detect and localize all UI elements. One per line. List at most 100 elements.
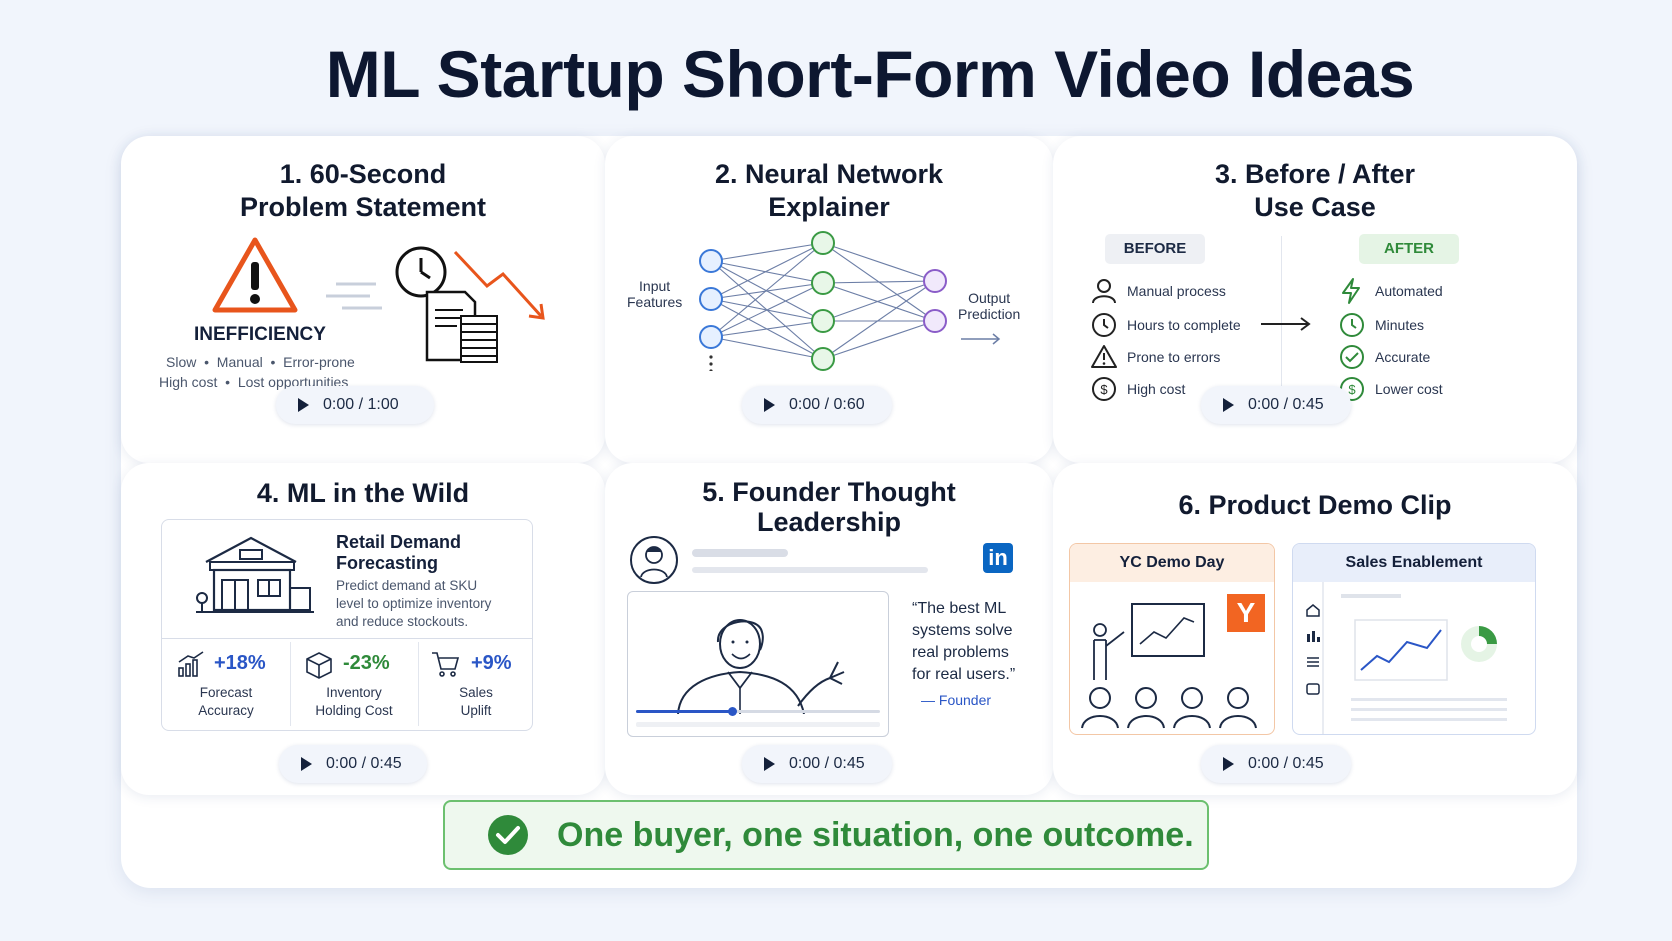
store-icon (196, 536, 314, 613)
video-time: 0:00 / 0:45 (1248, 396, 1324, 413)
arrow-right-icon (1261, 317, 1311, 331)
video-player-3[interactable]: 0:00 / 0:45 (1201, 386, 1351, 424)
yc-demo-header: YC Demo Day (1070, 544, 1274, 582)
metric-label: Forecast Accuracy (198, 685, 254, 718)
video-player-5[interactable]: 0:00 / 0:45 (742, 745, 892, 783)
neural-network-icon (699, 231, 947, 371)
banner-text: One buyer, one situation, one outcome. (557, 815, 1194, 854)
divider (1281, 236, 1282, 416)
case-title: Retail Demand Forecasting (336, 532, 462, 573)
box-icon (306, 652, 332, 679)
video-time: 0:00 / 0:45 (789, 755, 865, 772)
dollar-icon: $ (1092, 377, 1116, 401)
card-product-demo: 6. Product Demo Clip YC Demo Day Y Sales… (1053, 463, 1577, 795)
speed-lines-icon (326, 282, 382, 310)
cart-icon (432, 652, 460, 677)
card-title: 5. Founder Thought Leadership (702, 477, 956, 537)
card-founder-thought-leadership: 5. Founder Thought Leadership in “The be… (605, 463, 1053, 795)
svg-text:$: $ (1100, 382, 1108, 397)
dashboard-illustration (1306, 582, 1507, 734)
card-ml-in-the-wild: 4. ML in the Wild Retail Demand Forecast… (121, 463, 605, 795)
video-time: 0:00 / 0:60 (789, 396, 865, 413)
play-icon[interactable] (764, 398, 775, 412)
check-circle-icon (1340, 345, 1364, 369)
before-item: Manual process (1127, 283, 1226, 299)
card-title: 3. Before / After Use Case (1214, 159, 1416, 222)
metric-label: Inventory Holding Cost (315, 685, 393, 718)
video-time: 0:00 / 1:00 (323, 396, 399, 413)
video-player-6[interactable]: 0:00 / 0:45 (1201, 745, 1351, 783)
play-icon[interactable] (764, 757, 775, 771)
quote-text: “The best ML systems solve real problems… (912, 600, 1016, 683)
progress-fill (636, 710, 732, 713)
after-item: Accurate (1375, 349, 1431, 365)
clock-icon (1340, 313, 1364, 337)
card-title: 6. Product Demo Clip (1178, 490, 1452, 520)
page-title: ML Startup Short-Form Video Ideas (325, 37, 1415, 111)
avatar (630, 536, 678, 584)
quote-attribution: — Founder (921, 692, 992, 708)
after-item: Lower cost (1375, 381, 1443, 397)
warning-icon (212, 237, 298, 313)
linkedin-icon[interactable]: in (983, 543, 1013, 573)
inefficiency-label: INEFFICIENCY (194, 324, 326, 345)
metric-label: Sales Uplift (459, 685, 493, 718)
yc-demo-panel: YC Demo Day Y (1069, 543, 1275, 735)
card-title: 4. ML in the Wild (256, 478, 470, 508)
warning-icon (1091, 345, 1117, 368)
metric-divider (418, 642, 419, 726)
play-icon[interactable] (1223, 398, 1234, 412)
post-line (692, 549, 788, 557)
chart-icon (178, 651, 204, 677)
after-item: Automated (1375, 283, 1443, 299)
card-before-after: 3. Before / After Use Case BEFORE AFTER … (1053, 136, 1577, 463)
arrow-right-icon (961, 333, 1001, 345)
progress-handle[interactable] (728, 707, 737, 716)
case-study-panel: Retail Demand Forecasting Predict demand… (161, 519, 533, 731)
before-item: High cost (1127, 381, 1186, 397)
tags-line-1: Slow • Manual • Error-prone (166, 354, 355, 370)
clock-icon (1092, 313, 1116, 337)
metric-divider (290, 642, 291, 726)
sales-enablement-header: Sales Enablement (1293, 544, 1535, 582)
bolt-icon (1342, 278, 1360, 304)
card-problem-statement: 1. 60-Second Problem Statement INEFFICIE… (121, 136, 605, 463)
before-item: Prone to errors (1127, 349, 1221, 365)
progress-track[interactable] (636, 710, 880, 713)
yc-logo: Y (1227, 594, 1265, 632)
before-item: Hours to complete (1127, 317, 1241, 333)
play-icon[interactable] (301, 757, 312, 771)
video-time: 0:00 / 0:45 (326, 755, 402, 772)
documents-icon (425, 290, 498, 363)
controls-bar (636, 722, 880, 727)
panel-divider (162, 638, 532, 639)
card-title: 1. 60-Second Problem Statement (239, 159, 487, 222)
play-icon[interactable] (298, 398, 309, 412)
metric-value: +18% (214, 652, 266, 674)
user-icon (1092, 279, 1116, 304)
takeaway-banner: One buyer, one situation, one outcome. (443, 800, 1209, 870)
post-line (692, 567, 928, 573)
input-features-label: Input Features (627, 278, 683, 310)
svg-text:$: $ (1348, 382, 1356, 397)
metric-value: +9% (471, 652, 512, 674)
metric-value: -23% (343, 652, 390, 674)
case-description: Predict demand at SKU level to optimize … (336, 578, 492, 629)
after-item: Minutes (1375, 317, 1425, 333)
card-neural-network: 2. Neural Network Explainer Input Featur… (605, 136, 1053, 463)
sales-enablement-panel: Sales Enablement (1292, 543, 1536, 735)
play-icon[interactable] (1223, 757, 1234, 771)
video-player-2[interactable]: 0:00 / 0:60 (742, 386, 892, 424)
check-circle-icon (488, 815, 528, 855)
video-player-4[interactable]: 0:00 / 0:45 (279, 745, 427, 783)
video-player-1[interactable]: 0:00 / 1:00 (276, 386, 434, 424)
trend-down-icon (453, 250, 545, 320)
clock-icon (395, 246, 447, 298)
after-badge: AFTER (1359, 234, 1459, 264)
output-prediction-label: Output Prediction (958, 290, 1021, 322)
before-badge: BEFORE (1105, 234, 1205, 264)
video-time: 0:00 / 0:45 (1248, 755, 1324, 772)
video-frame (627, 591, 889, 737)
card-title: 2. Neural Network Explainer (714, 159, 944, 222)
presentation-illustration (1081, 603, 1257, 729)
